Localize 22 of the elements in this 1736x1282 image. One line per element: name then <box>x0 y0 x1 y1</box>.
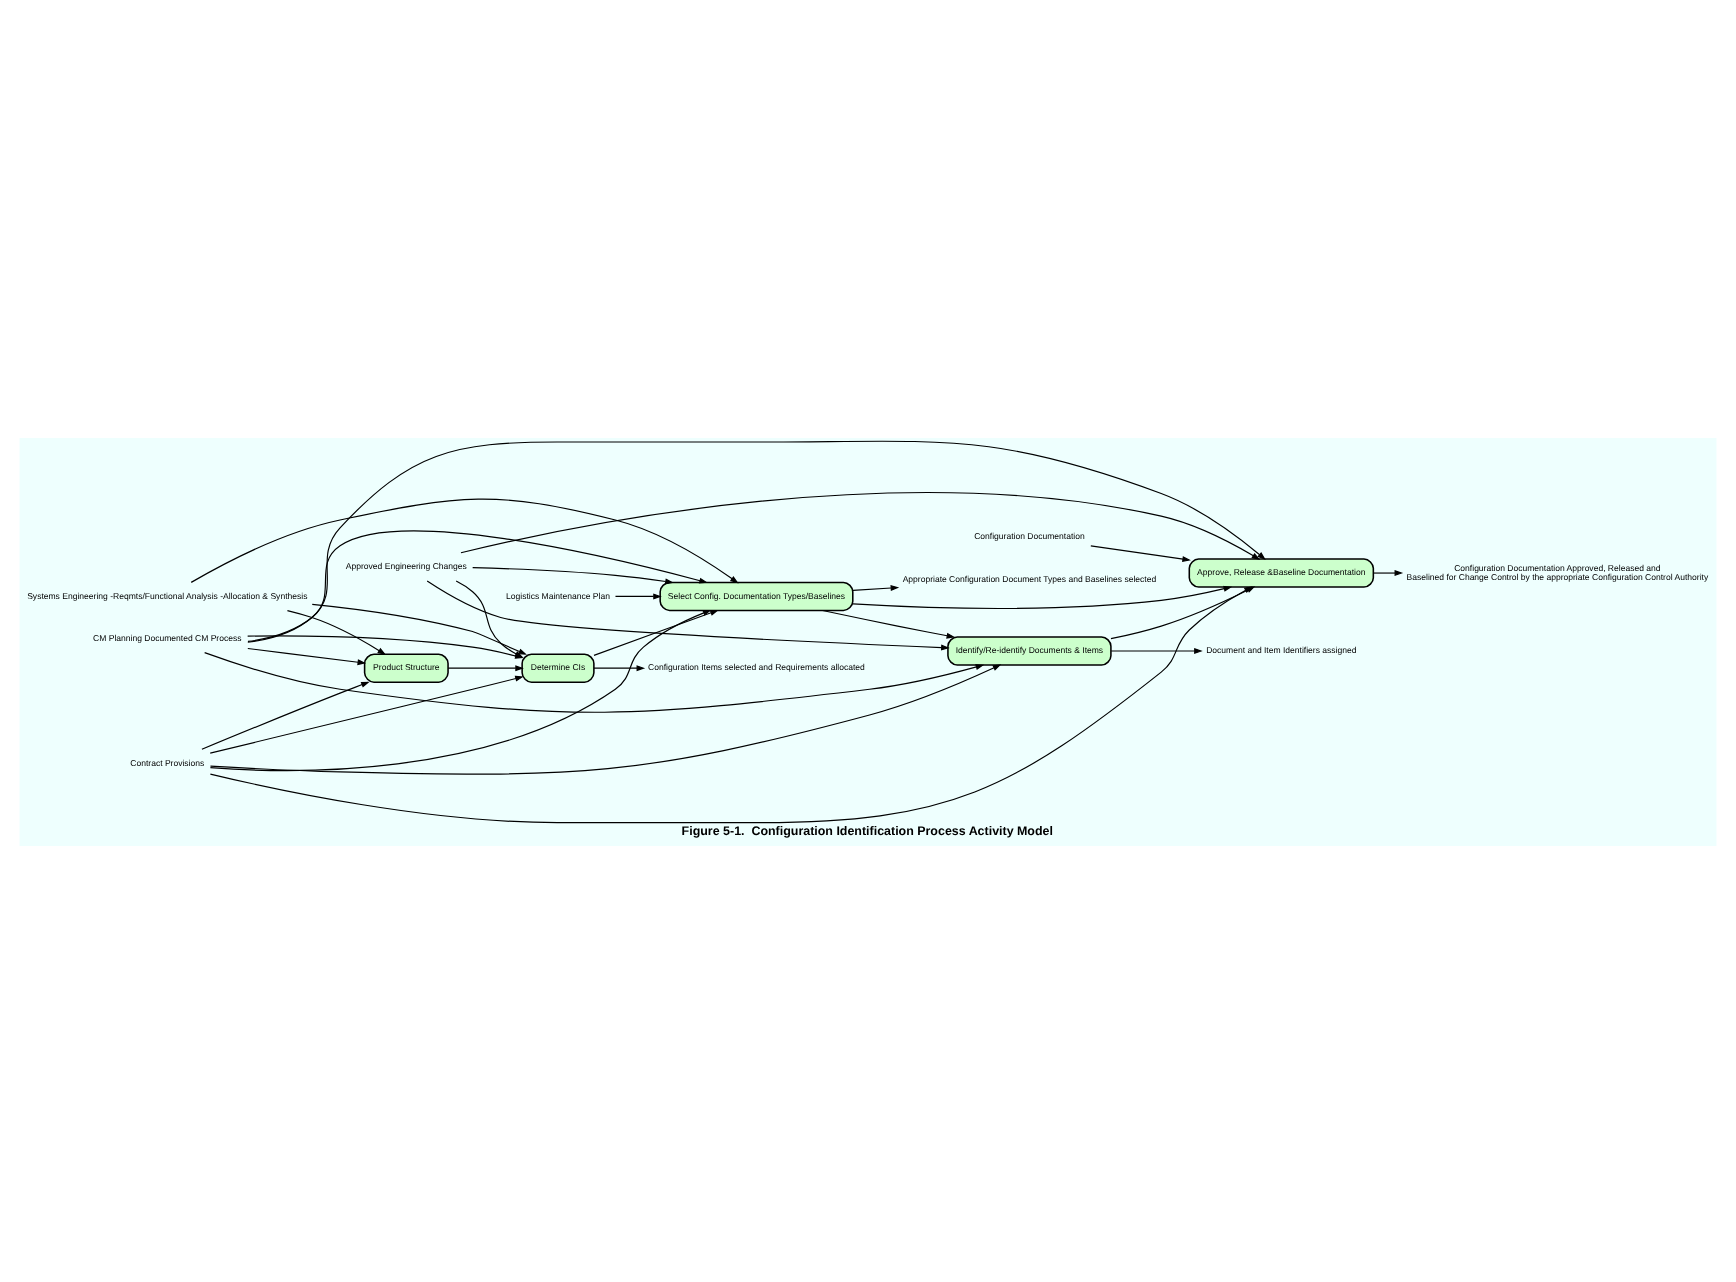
arrow <box>190 497 739 583</box>
arrow <box>1372 569 1404 576</box>
arrow <box>460 491 1261 559</box>
arrow <box>447 664 524 671</box>
arrow <box>593 664 646 671</box>
arrow <box>209 674 524 753</box>
arrow <box>852 584 1233 608</box>
arrow <box>247 646 367 665</box>
arrow <box>852 584 900 590</box>
arrow <box>201 680 370 749</box>
arrow <box>209 608 712 771</box>
arrow <box>1090 544 1191 561</box>
arrow <box>286 608 387 654</box>
arrow <box>614 592 662 599</box>
arrow <box>472 566 674 584</box>
arrow <box>593 608 719 655</box>
arrow <box>311 602 527 654</box>
arrow <box>247 439 1266 642</box>
arrow <box>821 608 956 638</box>
arrow <box>247 529 708 641</box>
arrow <box>1110 647 1203 654</box>
arrow <box>209 663 1002 774</box>
